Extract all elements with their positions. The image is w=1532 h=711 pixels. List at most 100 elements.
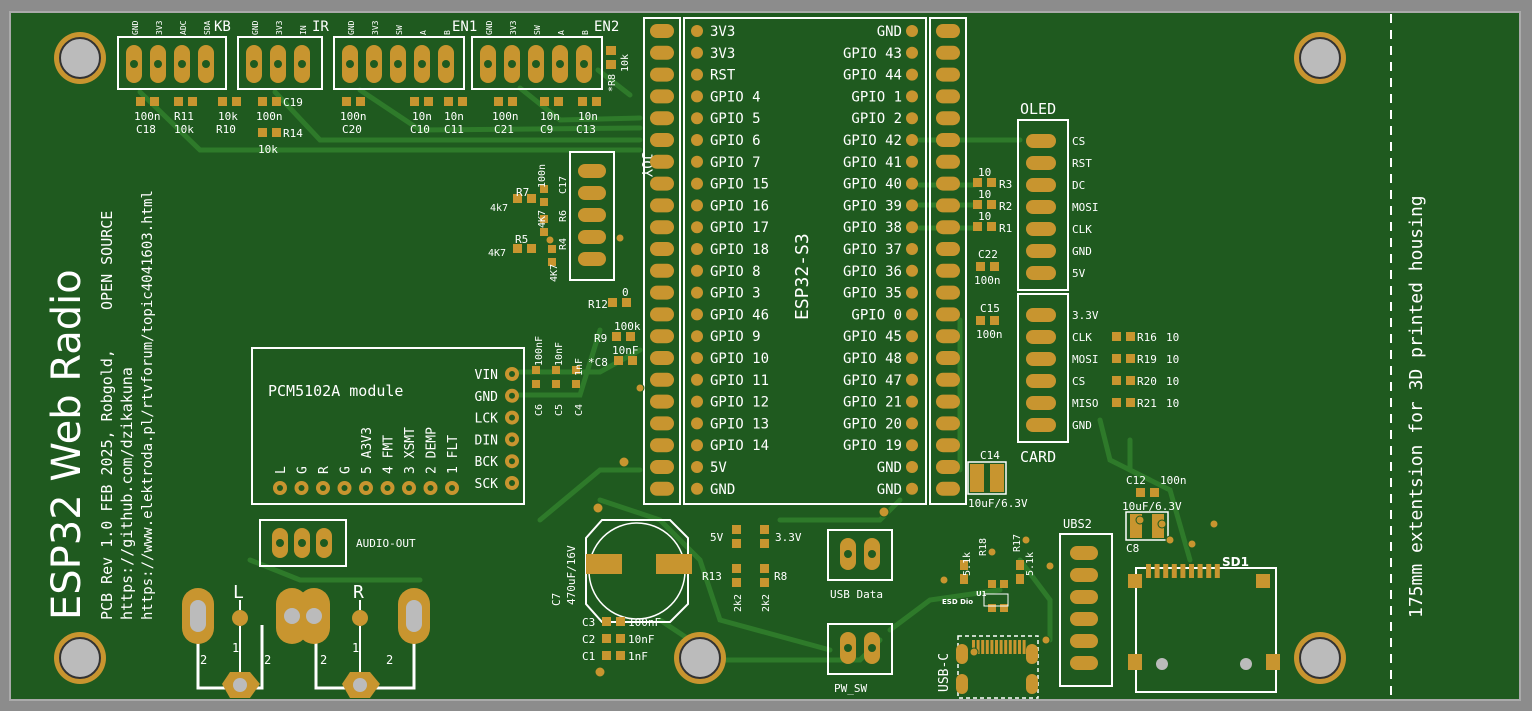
esp32-right-pin-label: GND	[877, 460, 902, 476]
esp32-right-pin-label: GND	[877, 24, 902, 40]
en2-pin-a: A	[557, 30, 566, 35]
c7-value: 470uF/16V	[565, 545, 578, 605]
usb-data-header: USB Data	[827, 529, 893, 601]
c14-ref: C14	[980, 449, 1000, 462]
en1-pin-a: A	[419, 30, 428, 35]
esp32-right-pin-pad	[906, 112, 918, 125]
pcm-bottom-label: 4 FMT	[382, 435, 397, 474]
c3-value: 100nF	[628, 616, 661, 629]
r6-ref: R6	[558, 210, 569, 222]
pcm-bottom-label: L	[274, 466, 289, 474]
esp32-right-pin-label: GPIO 35	[843, 286, 902, 302]
c17-ref: C17	[558, 176, 569, 194]
esp32-left-pin-label: GPIO 12	[710, 395, 769, 411]
card-resistor-value: 10	[1166, 353, 1179, 366]
esp32-right-pin-pad	[906, 439, 918, 452]
esd-label: ESD Dio	[942, 598, 973, 606]
esp32-right-header-pad	[936, 220, 960, 235]
r17-ref: R17	[1012, 534, 1023, 552]
pcm-bottom-label: R	[317, 466, 332, 474]
pcm-bottom-hole	[277, 485, 283, 491]
c1-ref: C1	[582, 650, 595, 663]
esp32-right-pin-label: GPIO 1	[851, 89, 902, 105]
esp32-left-pin-label: GPIO 6	[710, 133, 761, 149]
esp32-right-header-pad	[936, 394, 960, 409]
esp32-right-pin-pad	[906, 373, 918, 386]
pcm-pin-hole	[509, 480, 515, 486]
esp32-left-header-pad	[650, 394, 674, 409]
esp32-right-header-pad	[936, 460, 960, 474]
kb-pin-sda: SDA	[203, 20, 212, 35]
c20-ref: C20	[342, 123, 362, 136]
esp32-right-pin-pad	[906, 46, 918, 59]
esp32-left-pin-pad	[691, 134, 703, 146]
c14-value: 10uF/6.3V	[968, 497, 1028, 510]
card-pin-pad	[1026, 396, 1056, 410]
en2-pin-gnd: GND	[485, 20, 494, 35]
esp32-right-header-pad	[936, 438, 960, 453]
oled-pin-pad	[1026, 134, 1056, 148]
pcm-bottom-label: G	[296, 466, 311, 474]
esp32-right-pin-pad	[906, 68, 918, 81]
r13-value: 2k2	[733, 594, 744, 612]
esp32-left-pin-pad	[691, 199, 703, 212]
c11-ref: C11	[444, 123, 464, 136]
r2-ref: R2	[999, 200, 1012, 213]
card-pin-pad	[1026, 308, 1056, 322]
esp32-right-header-pad	[936, 416, 960, 431]
esp32-left-header-pad	[650, 111, 674, 126]
voltage-selector	[732, 525, 769, 587]
esp32-right-pin-pad	[906, 461, 918, 473]
c11-value: 10n	[444, 110, 464, 123]
esp32-right-pin-label: GPIO 45	[843, 329, 902, 345]
mounting-holes	[54, 32, 1346, 684]
r11-ref: R11	[174, 110, 194, 123]
r11-value: 10k	[174, 123, 194, 136]
esp32-left-pin-label: GPIO 3	[710, 286, 761, 302]
pcm-bottom-label: 2 DEMP	[425, 427, 440, 474]
c15-ref: C15	[980, 302, 1000, 315]
open-source-label: OPEN SOURCE	[98, 211, 116, 310]
oled-label: OLED	[1020, 100, 1056, 118]
esp32-left-pin-label: GPIO 7	[710, 155, 761, 171]
sd-pin	[1197, 564, 1203, 578]
esp32-left-pin-pad	[691, 46, 703, 59]
card-pin-pad	[1026, 352, 1056, 366]
c18-value: 100n	[134, 110, 161, 123]
esp32-left-header-pad	[650, 481, 674, 496]
r4-ref: R4	[558, 238, 569, 250]
esp32-right-pin-pad	[906, 155, 918, 168]
c6-value: 100nF	[534, 336, 545, 366]
en1-label: EN1	[452, 19, 477, 35]
r4-value: 4K7	[549, 264, 560, 282]
r18-ref: R18	[978, 538, 989, 556]
pcm-pin-hole	[509, 392, 515, 399]
usbc-pin	[995, 640, 998, 654]
r18-value: 5.1k	[962, 552, 973, 576]
en1-pin-gnd: GND	[347, 20, 356, 35]
esp32-left-pin-pad	[691, 221, 703, 234]
esp32-left-header-pad	[650, 133, 674, 147]
c10-ref: C10	[410, 123, 430, 136]
oled-pin-pad	[1026, 200, 1056, 214]
kb-pin-3v3: 3V3	[155, 20, 164, 35]
esp32-right-pin-label: GPIO 44	[843, 68, 902, 84]
r8-resistor: *R8 10k	[606, 46, 631, 92]
esp32-right-pin-label: GPIO 19	[843, 438, 902, 454]
r2-value: 10	[978, 188, 991, 201]
esp32-left-pin-pad	[691, 112, 703, 125]
r3-ref: R3	[999, 178, 1012, 191]
card-pin-label: CS	[1072, 375, 1085, 388]
c3-ref: C3	[582, 616, 595, 629]
esp32-right-pin-label: GPIO 41	[843, 155, 902, 171]
esp32-right-pin-label: GPIO 39	[843, 198, 902, 214]
card-pin-label: MOSI	[1072, 353, 1099, 366]
esp32-right-pin-pad	[906, 199, 918, 212]
c19-value: 100n	[256, 110, 283, 123]
esp32-right-pin-pad	[906, 90, 918, 103]
esp32-right-pin-label: GPIO 43	[843, 46, 902, 62]
esp32-right-header-pad	[936, 351, 960, 365]
header-en1: GND 3V3 SW A B EN1	[333, 19, 477, 90]
r14-ref: R14	[283, 127, 303, 140]
